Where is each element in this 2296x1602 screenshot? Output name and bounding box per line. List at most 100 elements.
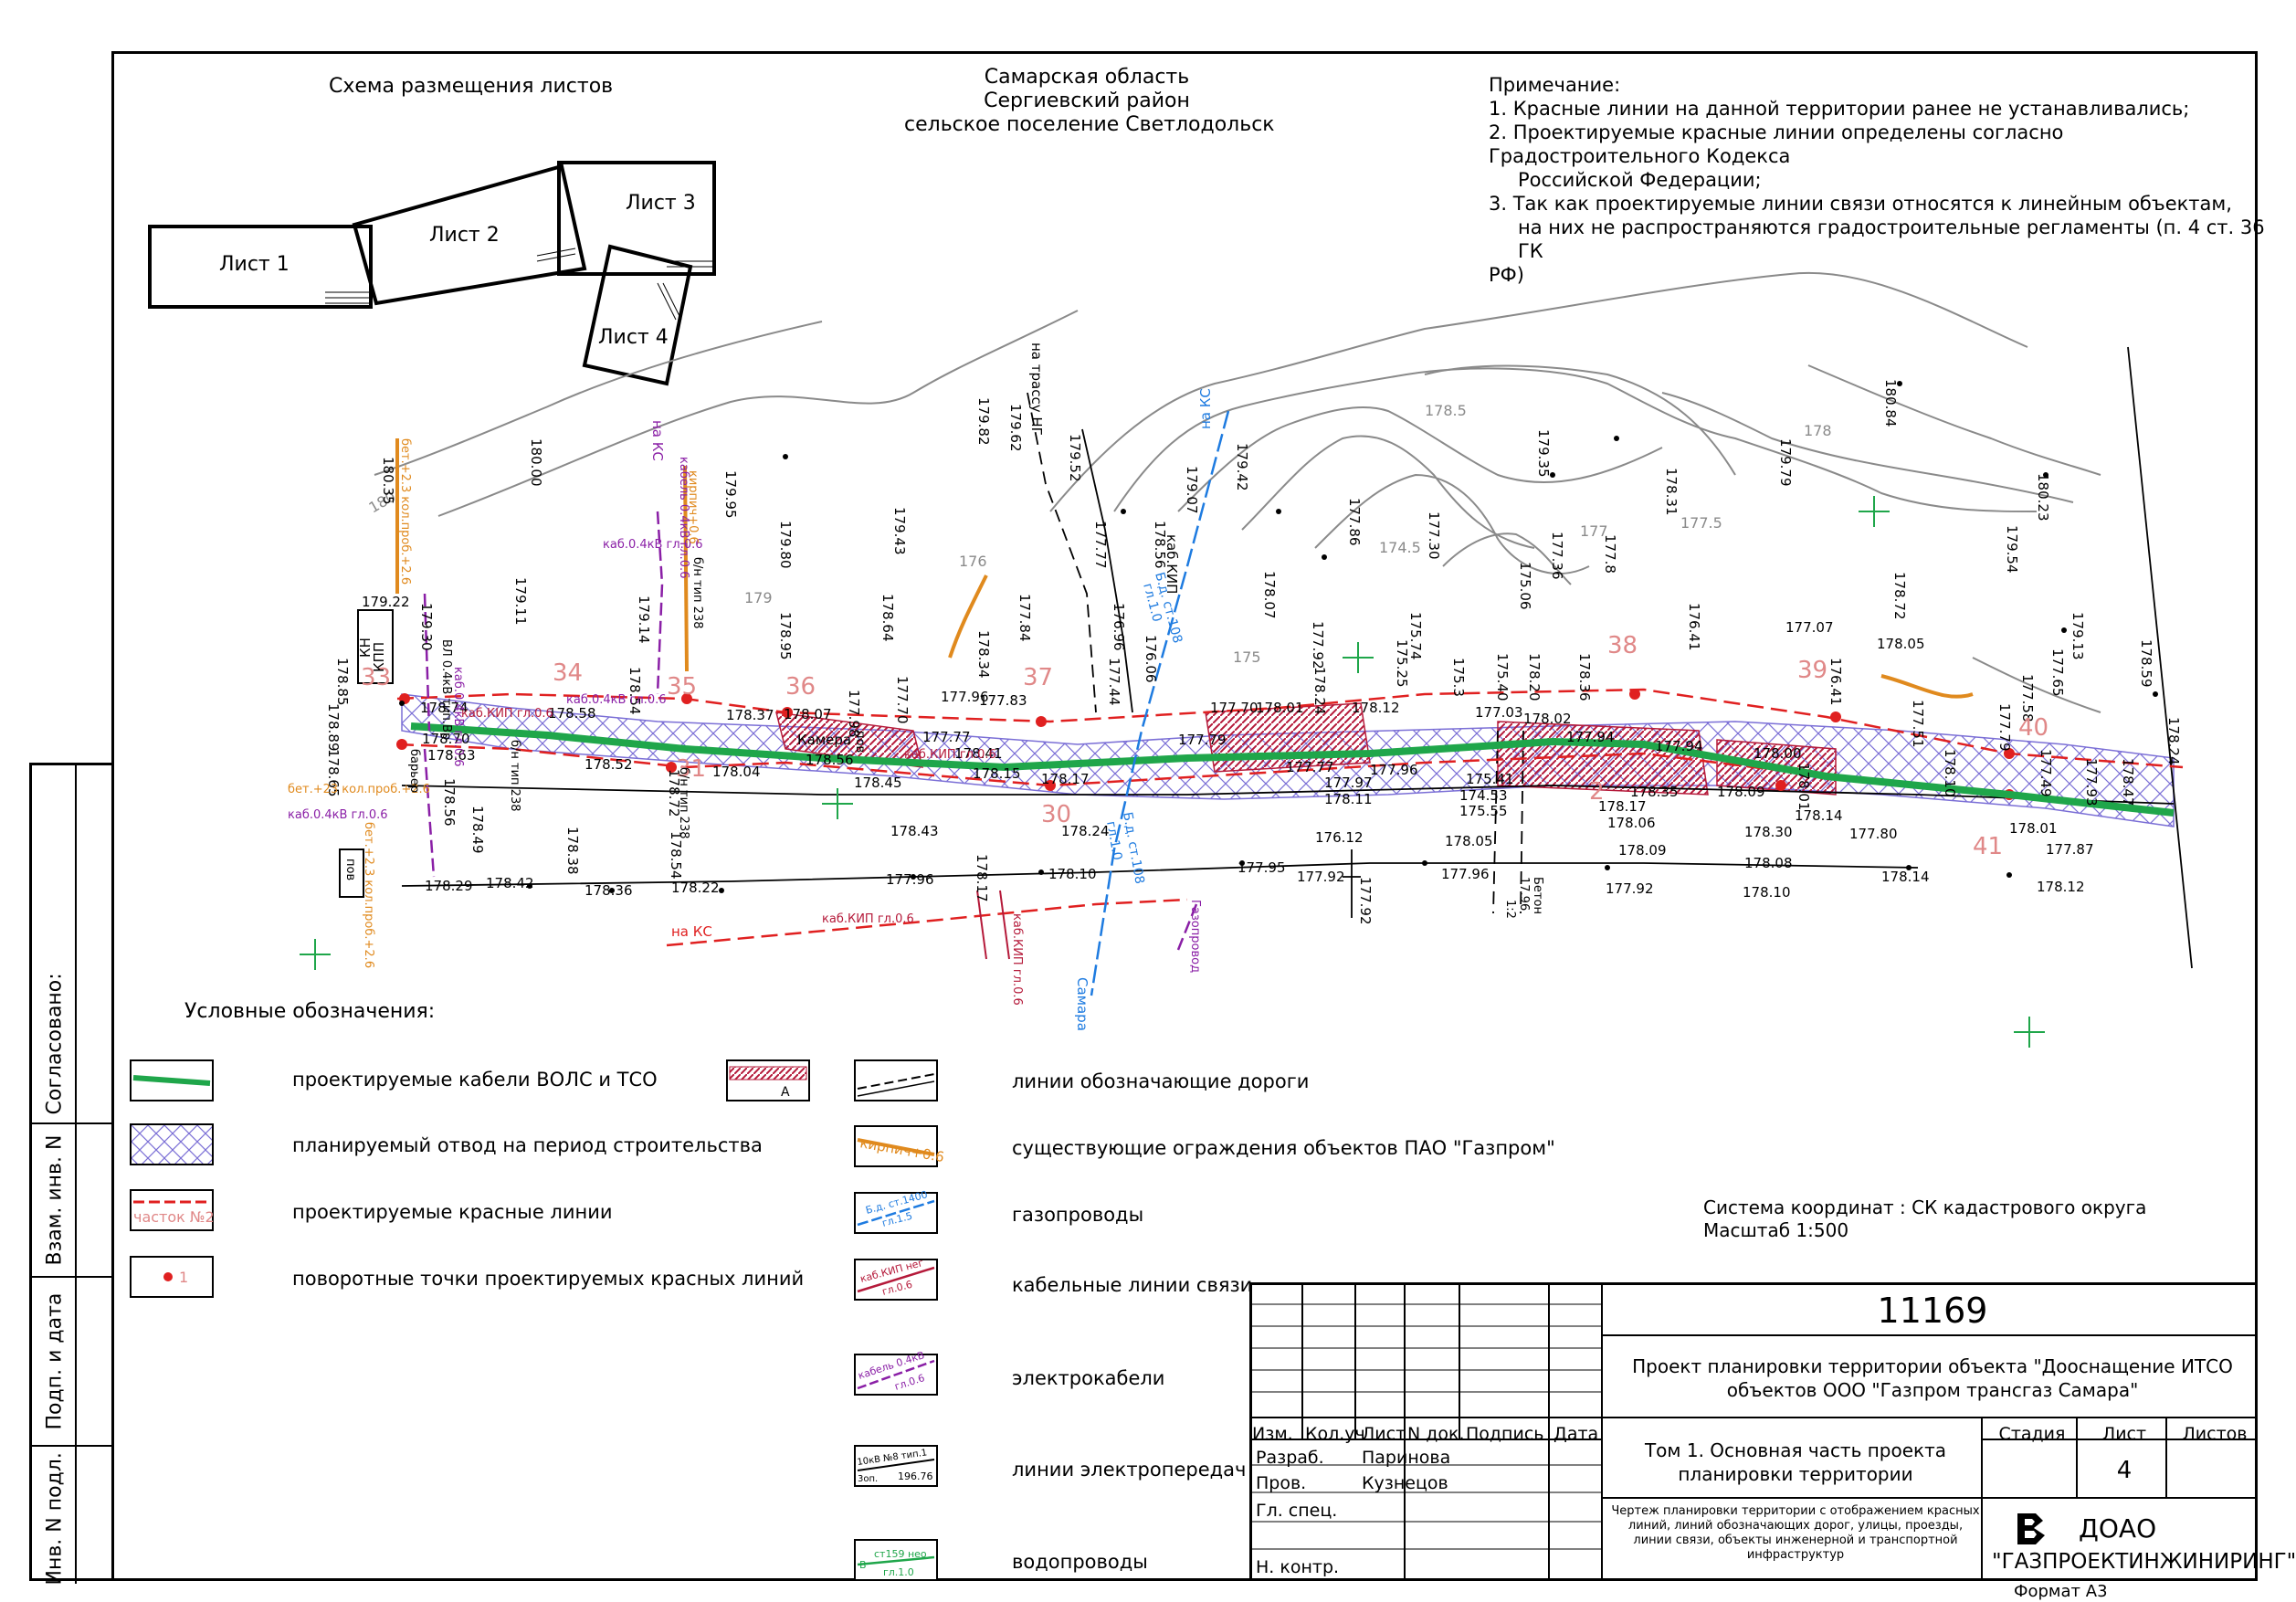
- map-label: 178.11: [1324, 791, 1373, 807]
- cable-label: каб.0.4кВ гл.0.6: [566, 693, 667, 707]
- notes-title: Примечание:: [1489, 74, 1621, 96]
- cable-label: каб.КИП гл.0.6: [461, 707, 553, 721]
- vols-cable-route: [410, 722, 2175, 817]
- map-label: 178.09: [1717, 784, 1765, 800]
- point-number: 33: [361, 664, 391, 691]
- legend-label-allotment: планируемый отвод на период строительств…: [292, 1134, 763, 1156]
- map-label: 177.92: [1606, 880, 1654, 897]
- fences: [395, 438, 1974, 699]
- point-number: 2: [1589, 778, 1605, 806]
- map-label: 178.52: [585, 756, 633, 773]
- map-label: 177.97: [1324, 775, 1373, 791]
- elevation-label: 178.24: [1311, 667, 1328, 715]
- red-lines: [396, 688, 2184, 947]
- misc-label: 1:2: [1503, 900, 1517, 919]
- map-label: 177.96: [1370, 762, 1418, 778]
- elevation-label: 179.62: [1007, 404, 1024, 452]
- elevation-label: 180.00: [528, 438, 544, 487]
- elevation-label: 177.84: [1016, 594, 1033, 642]
- map-label: 174.5: [1379, 539, 1421, 556]
- elevation-label: 178.72: [666, 769, 682, 817]
- fence-label: бет.+2.3 кол.проб.+2.6: [398, 438, 412, 585]
- map-label: 178.07: [784, 706, 832, 722]
- tb-role: Гл. спец.: [1256, 1501, 1338, 1521]
- map-label: 178.14: [1795, 807, 1843, 824]
- elevation-label: 179.43: [891, 507, 908, 555]
- svg-text:гл.1.5: гл.1.5: [880, 1210, 913, 1229]
- grid-crosses: [300, 496, 2045, 1048]
- elevation-label: 178.10: [1942, 749, 1958, 797]
- misc-label: пов: [853, 731, 867, 753]
- map-label: 178.12: [2037, 879, 2085, 895]
- map-label: 177.77: [1286, 759, 1334, 775]
- elevation-label: 180.23: [2035, 473, 2051, 522]
- elevation-label: 178.95: [777, 612, 794, 660]
- sign-date-label: Подп. и дата: [43, 1292, 67, 1430]
- elevation-label: 178.17: [974, 854, 990, 902]
- tb-header: Дата: [1553, 1424, 1599, 1444]
- misc-label: ВЛ 0.4кВ тип.Вр: [439, 639, 453, 740]
- misc-labels: б/н тип 238 б/н тип 238 б/н тип 238 ВЛ 0…: [343, 557, 1544, 973]
- map-label: 177.96: [1441, 866, 1490, 882]
- map-label: 178.29: [425, 878, 473, 894]
- map-label: 178.35: [1630, 784, 1679, 800]
- elevation-label: 178.64: [879, 594, 896, 642]
- map-label: на трассу НГ: [1028, 343, 1045, 436]
- fence-label: кирпич+0.6: [686, 470, 700, 544]
- map-label: 178.10: [1743, 884, 1791, 901]
- map-label: 178: [1804, 422, 1832, 439]
- sheet-2-label: Лист 2: [429, 224, 500, 247]
- gas-pipeline: [1090, 410, 1230, 996]
- elevation-label: 178.54: [668, 831, 684, 880]
- svg-text:1: 1: [179, 1269, 188, 1286]
- notes-block: Примечание: 1. Красные линии на данной т…: [1489, 73, 2266, 287]
- elevation-label: 176.41: [1686, 603, 1702, 651]
- map-label: 177.70: [1210, 700, 1259, 716]
- scheme-title: Схема размещения листов: [329, 75, 614, 98]
- elevation-label: 177.70: [894, 676, 911, 724]
- map-label: 177.96: [941, 689, 989, 705]
- point-number: 39: [1797, 657, 1827, 684]
- legend-label-water: водопроводы: [1012, 1551, 1148, 1573]
- format-label: Формат А3: [2014, 1582, 2108, 1601]
- elevation-label: 178.59: [2138, 639, 2154, 688]
- slope-hatch: [775, 711, 923, 768]
- inv-replace-label: Взам. инв. N: [43, 1134, 67, 1266]
- elevation-label: 179.42: [1234, 443, 1250, 491]
- coordinate-system: Система координат : СК кадастрового окру…: [1703, 1196, 2147, 1218]
- map-label: Самара: [1074, 977, 1090, 1031]
- map-label: 178.15: [973, 765, 1021, 782]
- map-labels: КН КПП на КС на трассу НГ на КС Камера к…: [357, 343, 1214, 1031]
- elevation-label: 178.34: [975, 630, 992, 679]
- fence-label: бет.+2.3 кол.проб.+2.6: [362, 822, 375, 968]
- elevation-label: 177.92: [1357, 877, 1374, 925]
- map-label: 178.5: [1425, 402, 1467, 419]
- elevation-label: 179.54: [2004, 525, 2020, 574]
- map-label: 178.10: [1048, 866, 1097, 882]
- communication-cables: [976, 890, 1010, 960]
- elevation-label: 175.3: [1450, 658, 1467, 697]
- elevation-label: 179.30: [418, 603, 435, 651]
- map-label: на КС: [1197, 388, 1214, 429]
- note-line: 2. Проектируемые красные линии определен…: [1489, 121, 2064, 167]
- elevation-label: 175.74: [1407, 612, 1424, 660]
- cable-label: кабель 0.4кВ гл.0.6: [677, 457, 690, 578]
- location-block: Самарская область Сергиевский район сель…: [904, 66, 1275, 137]
- elevation-label: 178.56: [1152, 521, 1168, 569]
- cable-label: каб.КИП гл.0.6: [904, 748, 996, 762]
- tb-header: Лист: [1362, 1424, 1406, 1444]
- elevation-label: 179.52: [1067, 434, 1083, 482]
- fence-label: бет.+23 кол.проб.+2.6: [288, 783, 430, 796]
- svg-text:часток №2: часток №2: [133, 1208, 215, 1226]
- electric-cables: [423, 511, 1198, 951]
- map-label: 178.41: [954, 745, 1003, 762]
- legend-symbol-turnpoint: 1: [130, 1256, 214, 1298]
- contour-lines: [374, 271, 2101, 713]
- elevation-label: 177.58: [2019, 674, 2036, 722]
- legend-label-fence: существующие ограждения объектов ПАО "Га…: [1012, 1137, 1555, 1159]
- point-number: 34: [553, 659, 583, 687]
- cable-label: каб.КИП гл.0.6: [1010, 913, 1024, 1006]
- tb-volume: Том 1. Основная часть проекта планировки…: [1644, 1439, 1947, 1485]
- tb-header: Подпись: [1466, 1424, 1544, 1444]
